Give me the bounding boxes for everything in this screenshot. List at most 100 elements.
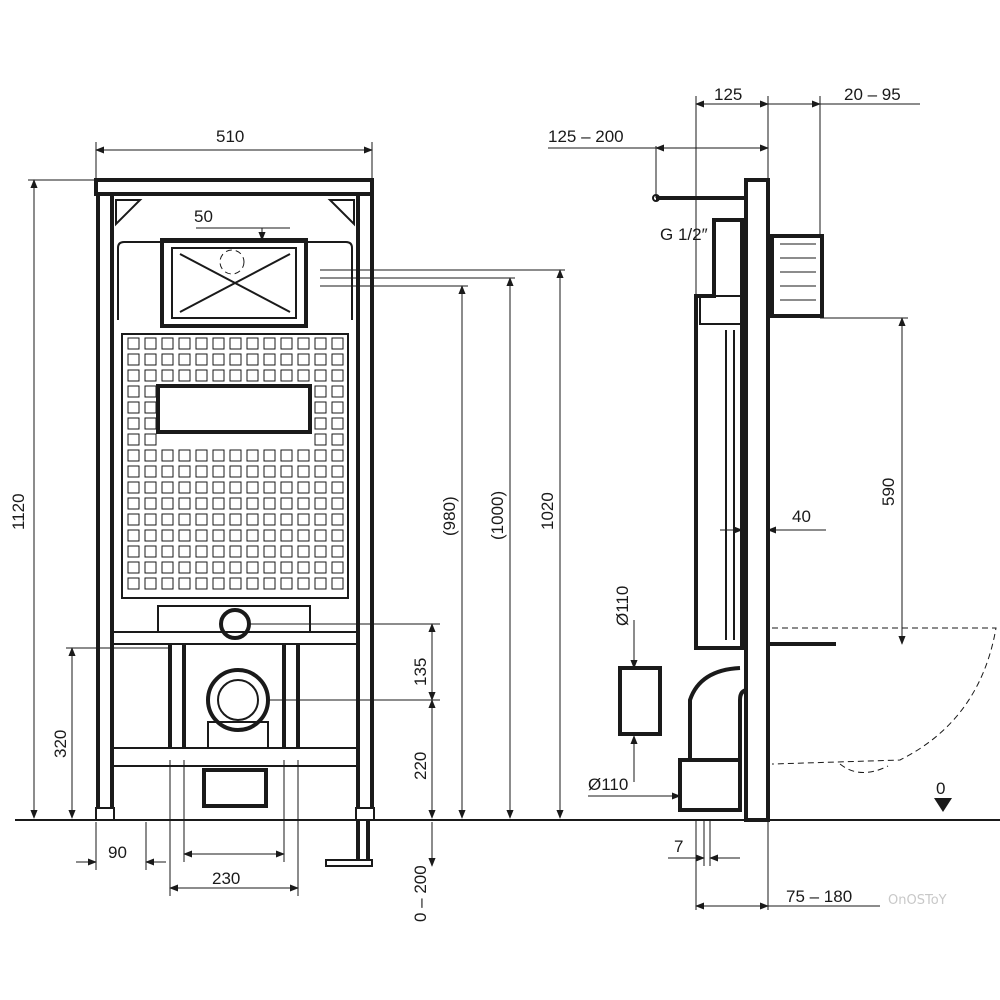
grid-cell [246,369,259,382]
watermark: OnOSToY [888,893,947,908]
grid-cell [263,337,276,350]
flush-plate-offset-label: 50 [194,207,213,226]
grid-cell [297,481,310,494]
pipe-diameter-bottom-label: Ø110 [588,775,628,794]
grid-cell [195,353,208,366]
grid-cell [280,529,293,542]
grid-cell [178,497,191,510]
grid-cell [161,337,174,350]
grid-cell [280,513,293,526]
height-1000-label: (1000) [488,491,507,540]
grid-cell [144,369,157,382]
grid-cell [178,449,191,462]
grid-cell [161,577,174,590]
grid-cell [127,481,140,494]
grid-cell [314,513,327,526]
grid-cell [144,545,157,558]
grid-cell [314,529,327,542]
grid-cell [161,353,174,366]
grid-cell [144,401,157,414]
total-height-label: 1120 [9,493,28,530]
grid-cell [280,353,293,366]
grid-cell [229,513,242,526]
grid-cell [161,561,174,574]
grid-cell [144,561,157,574]
water-connection-label: G 1/2″ [660,225,708,244]
grid-cell [161,449,174,462]
grid-cell [144,497,157,510]
grid-cell [229,337,242,350]
grid-cell [331,449,344,462]
grid-cell [144,465,157,478]
grid-cell [280,561,293,574]
grid-cell [263,545,276,558]
grid-cell [127,513,140,526]
front-dimensions [28,142,565,896]
grid-cell [246,353,259,366]
grid-cell [280,497,293,510]
grid-cell [127,353,140,366]
grid-cell [127,401,140,414]
grid-cell [246,577,259,590]
grid-cell [127,337,140,350]
side-dimensions [548,96,952,910]
grid-cell [263,465,276,478]
grid-cell [246,465,259,478]
grid-cell [263,353,276,366]
grid-cell [212,369,225,382]
grid-cell [127,369,140,382]
grid-cell [314,401,327,414]
grid-cell [212,337,225,350]
grid-cell [229,545,242,558]
grid-cell [314,561,327,574]
offset-7-label: 7 [674,837,683,856]
drain-height-label: 220 [411,752,430,780]
grid-cell [178,481,191,494]
wall-offset-label: 75 – 180 [786,887,852,906]
grid-cell [229,353,242,366]
floor-level-label: 0 [936,779,945,798]
grid-cell [144,449,157,462]
grid-cell [229,529,242,542]
grid-cell [212,449,225,462]
grid-cell [331,385,344,398]
pipe-diameter-top-label: Ø110 [613,586,632,626]
grid-cell [212,481,225,494]
grid-cell [331,353,344,366]
grid-cell [195,449,208,462]
foot-width-label: 90 [108,843,127,862]
grid-cell [229,369,242,382]
grid-cell [195,577,208,590]
grid-cell [195,561,208,574]
grid-cell [280,337,293,350]
bolt-height-label: 320 [51,730,70,758]
grid-cell [229,449,242,462]
grid-cell [178,513,191,526]
grid-cell [229,465,242,478]
grid-cell [212,465,225,478]
grid-cell [314,465,327,478]
floor-level-marker [934,798,952,812]
grid-cell [127,465,140,478]
grid-cell [297,369,310,382]
grid-cell [178,369,191,382]
grid-cell [161,369,174,382]
grid-cell [178,465,191,478]
grid-cell [144,337,157,350]
grid-cell [127,385,140,398]
grid-cell [144,385,157,398]
height-1020-label: 1020 [538,492,557,530]
grid-cell [229,561,242,574]
grid-cell [280,465,293,478]
grid-cell [297,465,310,478]
grid-cell [314,337,327,350]
grid-cell [263,369,276,382]
depth-20-95-label: 20 – 95 [844,85,901,104]
leg-extension-label: 0 – 200 [411,865,430,922]
grid-cell [297,561,310,574]
grid-cell [331,513,344,526]
grid-cell [263,513,276,526]
grid-cell [127,545,140,558]
grid-cell [314,385,327,398]
grid-cell [178,577,191,590]
